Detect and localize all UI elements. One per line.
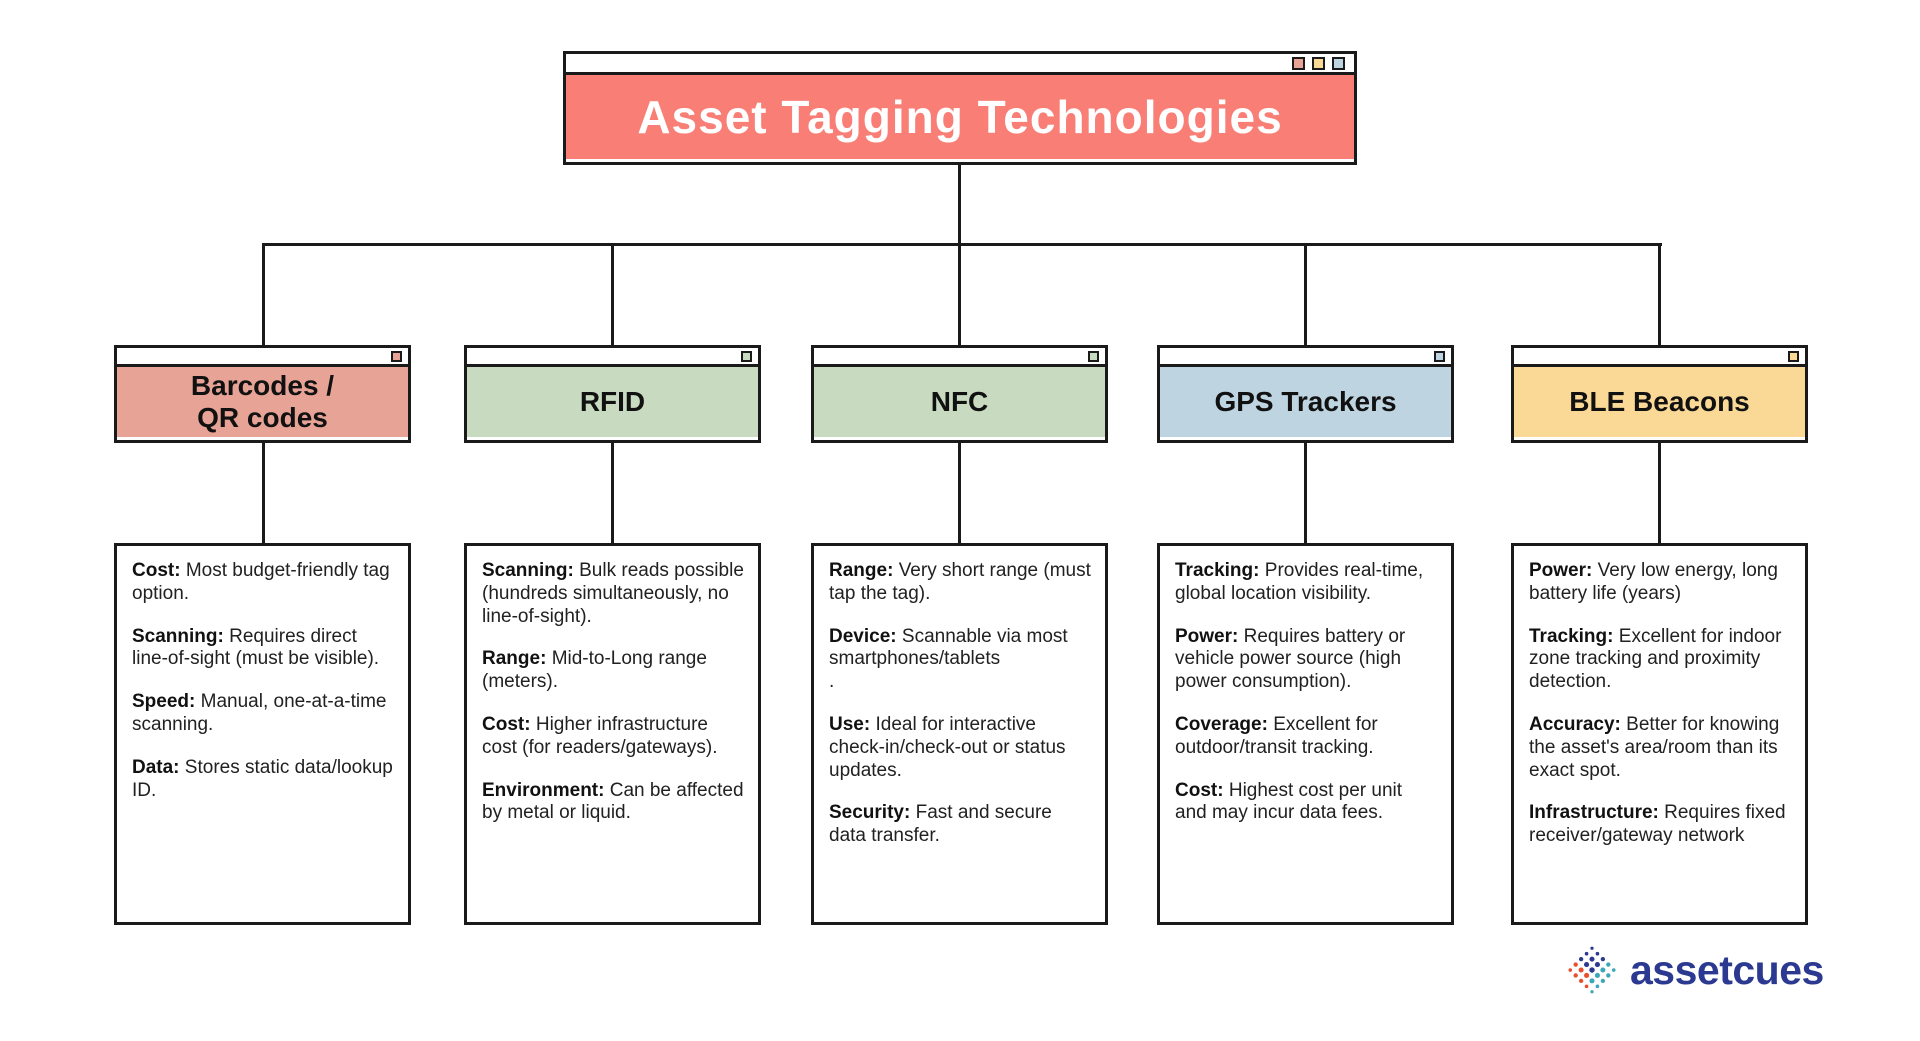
card-details-gps: Tracking: Provides real-time, global loc… <box>1157 543 1454 925</box>
connector-center-vertical <box>958 162 961 345</box>
card-window-rfid: RFID <box>464 345 761 443</box>
title-window-body: Asset Tagging Technologies <box>566 75 1354 159</box>
logo-dots-icon <box>1568 946 1616 994</box>
card-titlebar <box>1514 348 1805 367</box>
spec-item: Range: Mid-to-Long range (meters). <box>482 648 707 693</box>
connector-drop-1 <box>262 243 265 345</box>
spec-item: Tracking: Provides real-time, global loc… <box>1175 560 1424 604</box>
connector-body-3 <box>958 443 961 543</box>
spec-item: Scanning: Requires direct line-of-sight … <box>132 625 380 670</box>
card-header-body: Barcodes / QR codes <box>117 367 408 437</box>
spec-item: Accuracy: Better for knowing the asset's… <box>1529 713 1780 781</box>
connector-drop-4 <box>1304 243 1307 345</box>
window-dot-icon <box>1292 56 1305 70</box>
spec-item: Data: Stores static data/lookup ID. <box>132 756 393 801</box>
spec-item: Tracking: Excellent for indoor zone trac… <box>1529 625 1782 693</box>
window-dot-icon <box>1332 56 1345 70</box>
connector-drop-2 <box>611 243 614 345</box>
spec-item: Coverage: Excellent for outdoor/transit … <box>1175 713 1378 758</box>
card-window-barcodes: Barcodes / QR codes <box>114 345 411 443</box>
window-dot-icon <box>1312 56 1325 70</box>
card-titlebar <box>467 348 758 367</box>
card-header-body: BLE Beacons <box>1514 367 1805 437</box>
card-title-rfid: RFID <box>579 385 646 417</box>
spec-item: Cost: Most budget-friendly tag option. <box>132 560 390 604</box>
window-square-icon <box>741 350 752 362</box>
spec-item: Security: Fast and secure data transfer. <box>829 802 1052 847</box>
card-header-body: NFC <box>814 367 1105 437</box>
window-square-icon <box>391 350 402 362</box>
card-details-barcodes: Cost: Most budget-friendly tag option. S… <box>114 543 411 925</box>
card-details-ble: Power: Very low energy, long battery lif… <box>1511 543 1808 925</box>
assetcues-logo: assetcues <box>1563 941 1824 999</box>
card-title-gps: GPS Trackers <box>1214 385 1397 417</box>
spec-item: Cost: Higher infrastructure cost (for re… <box>482 713 718 758</box>
card-title-barcodes: Barcodes / QR codes <box>190 369 335 433</box>
card-details-rfid: Scanning: Bulk reads possible (hundreds … <box>464 543 761 925</box>
spec-item: Use: Ideal for interactive check-in/chec… <box>829 713 1066 781</box>
spec-item: Range: Very short range (must tap the ta… <box>829 560 1091 604</box>
spec-item: Device: Scannable via most smartphones/t… <box>829 625 1068 693</box>
connector-body-1 <box>262 443 265 543</box>
card-header-body: RFID <box>467 367 758 437</box>
spec-item: Environment: Can be affected by metal or… <box>482 779 744 824</box>
connector-horizontal <box>262 243 1662 246</box>
card-title-nfc: NFC <box>930 385 989 417</box>
card-titlebar <box>1160 348 1451 367</box>
card-window-gps: GPS Trackers <box>1157 345 1454 443</box>
page-title: Asset Tagging Technologies <box>637 91 1283 143</box>
spec-item: Power: Very low energy, long battery lif… <box>1529 560 1778 604</box>
card-titlebar <box>117 348 408 367</box>
connector-body-5 <box>1658 443 1661 543</box>
title-window: Asset Tagging Technologies <box>563 51 1357 165</box>
card-titlebar <box>814 348 1105 367</box>
connector-drop-5 <box>1658 243 1661 345</box>
spec-item: Infrastructure: Requires fixed receiver/… <box>1529 802 1786 847</box>
connector-body-4 <box>1304 443 1307 543</box>
card-header-body: GPS Trackers <box>1160 367 1451 437</box>
card-title-ble: BLE Beacons <box>1569 385 1750 417</box>
logo-wordmark: assetcues <box>1630 946 1824 993</box>
card-window-ble: BLE Beacons <box>1511 345 1808 443</box>
title-window-bar <box>566 54 1354 75</box>
spec-item: Power: Requires battery or vehicle power… <box>1175 625 1406 693</box>
spec-item: Cost: Highest cost per unit and may incu… <box>1175 779 1403 824</box>
window-square-icon <box>1788 350 1799 362</box>
window-square-icon <box>1434 350 1445 362</box>
spec-item: Speed: Manual, one-at-a-time scanning. <box>132 691 387 735</box>
card-details-nfc: Range: Very short range (must tap the ta… <box>811 543 1108 925</box>
spec-item: Scanning: Bulk reads possible (hundreds … <box>482 560 744 627</box>
window-square-icon <box>1088 350 1099 362</box>
card-window-nfc: NFC <box>811 345 1108 443</box>
connector-body-2 <box>611 443 614 543</box>
